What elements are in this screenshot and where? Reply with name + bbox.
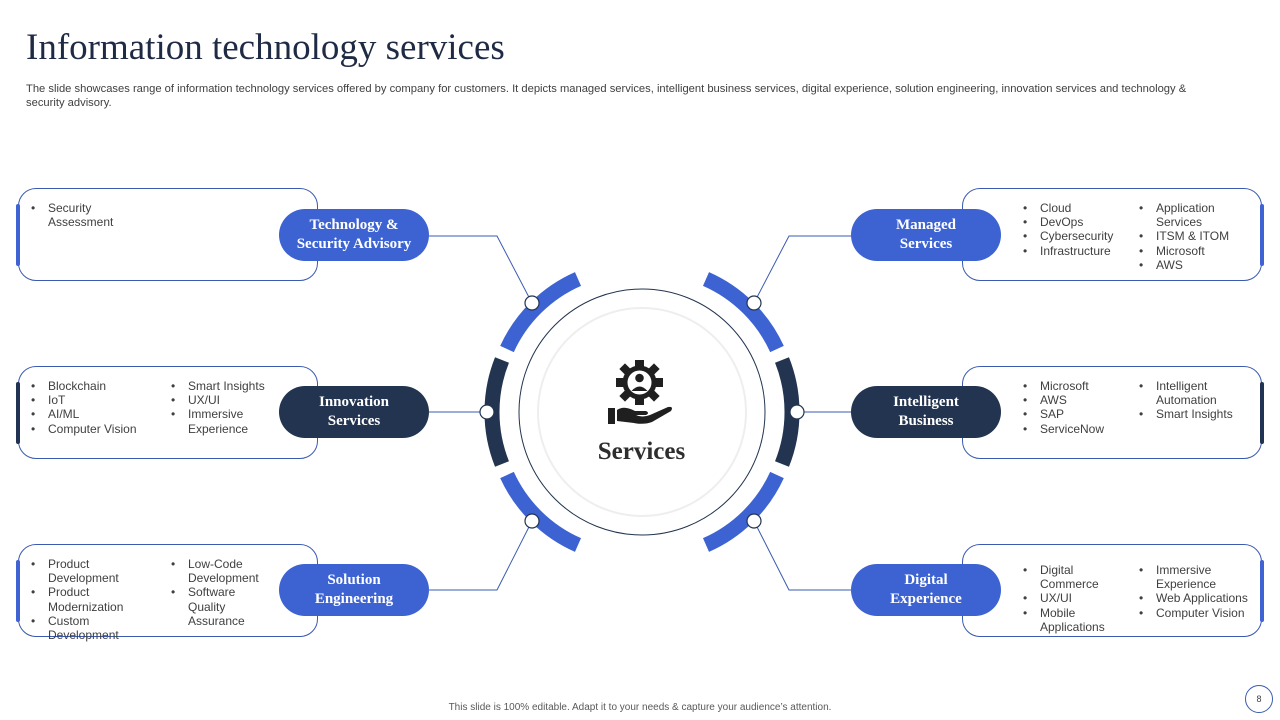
list-item: Microsoft (1137, 244, 1255, 258)
digital-list-2: Immersive Experience Web Applications Co… (1137, 563, 1255, 620)
list-item: ITSM & ITOM (1137, 229, 1255, 243)
list-item: Application Services (1137, 201, 1255, 229)
pill-digital: Digital Experience (851, 564, 1001, 616)
digital-list-1: Digital Commerce UX/UI Mobile Applicatio… (1021, 563, 1129, 634)
list-item: Cloud (1021, 201, 1129, 215)
list-item: Cybersecurity (1021, 229, 1129, 243)
slide-subtitle: The slide showcases range of information… (26, 83, 1187, 109)
tech-advisory-list-1: Security Assessment (29, 201, 159, 229)
innovation-list-2: Smart Insights UX/UI Immersive Experienc… (169, 379, 274, 436)
list-item: Product Development (29, 557, 159, 585)
list-item: Computer Vision (1137, 606, 1255, 620)
node-digital (746, 513, 762, 529)
card-innovation: Blockchain IoT AI/ML Computer Vision Sma… (16, 366, 318, 459)
connector-managed (753, 235, 851, 304)
node-solution-eng (524, 513, 540, 529)
pill-tech-advisory: Technology & Security Advisory (279, 209, 429, 261)
list-item: UX/UI (1021, 591, 1129, 605)
list-item: Blockchain (29, 379, 159, 393)
list-item: Software Quality Assurance (169, 585, 274, 628)
pill-innovation: Innovation Services (279, 386, 429, 438)
solution-eng-list-1: Product Development Product Modernizatio… (29, 557, 159, 642)
list-item: Web Applications (1137, 591, 1255, 605)
list-item: IoT (29, 393, 159, 407)
solution-eng-list-2: Low-Code Development Software Quality As… (169, 557, 274, 628)
gear-person-hand-icon (607, 359, 672, 424)
card-digital: Digital Commerce UX/UI Mobile Applicatio… (962, 544, 1264, 637)
list-item: AWS (1021, 393, 1129, 407)
list-item: Low-Code Development (169, 557, 274, 585)
list-item: Mobile Applications (1021, 606, 1129, 634)
card-intelligent: Microsoft AWS SAP ServiceNow Intelligent… (962, 366, 1264, 459)
card-solution-eng: Product Development Product Modernizatio… (16, 544, 318, 642)
managed-list-2: Application Services ITSM & ITOM Microso… (1137, 201, 1255, 272)
intelligent-list-1: Microsoft AWS SAP ServiceNow (1021, 379, 1129, 436)
pill-solution-eng: Solution Engineering (279, 564, 429, 616)
node-managed (746, 295, 762, 311)
card-tech-advisory: Security Assessment (16, 188, 318, 281)
list-item: Microsoft (1021, 379, 1129, 393)
list-item: Immersive Experience (169, 407, 274, 435)
list-item: Smart Insights (1137, 407, 1255, 421)
slide-title: Information technology services (26, 27, 505, 68)
list-item: SAP (1021, 407, 1129, 421)
list-item: Smart Insights (169, 379, 274, 393)
managed-list-1: Cloud DevOps Cybersecurity Infrastructur… (1021, 201, 1129, 258)
list-item: Infrastructure (1021, 244, 1129, 258)
connector-solution-eng (429, 520, 533, 591)
list-item: AWS (1137, 258, 1255, 272)
inner-glow (537, 307, 747, 517)
list-item: Digital Commerce (1021, 563, 1129, 591)
services-hub: Services (519, 289, 764, 534)
list-item: ServiceNow (1021, 422, 1129, 436)
node-tech-advisory (524, 295, 540, 311)
innovation-list-1: Blockchain IoT AI/ML Computer Vision (29, 379, 159, 436)
pill-intelligent: Intelligent Business (851, 386, 1001, 438)
connector-tech-advisory (429, 235, 533, 304)
connector-digital (753, 520, 851, 591)
list-item: Security Assessment (29, 201, 159, 229)
list-item: Immersive Experience (1137, 563, 1255, 591)
intelligent-list-2: Intelligent Automation Smart Insights (1137, 379, 1255, 422)
ring-segment-bottom-right (702, 471, 784, 552)
card-managed: Cloud DevOps Cybersecurity Infrastructur… (962, 188, 1264, 281)
list-item: Computer Vision (29, 422, 159, 436)
node-innovation (479, 404, 495, 420)
list-item: Intelligent Automation (1137, 379, 1255, 407)
list-item: Custom Development (29, 614, 159, 642)
ring-segment-top-right (702, 272, 784, 353)
pill-managed: Managed Services (851, 209, 1001, 261)
node-intelligent (789, 404, 805, 420)
hub-label: Services (597, 437, 686, 465)
page-number: 8 (1245, 685, 1273, 713)
list-item: UX/UI (169, 393, 274, 407)
list-item: DevOps (1021, 215, 1129, 229)
list-item: Product Modernization (29, 585, 159, 613)
list-item: AI/ML (29, 407, 159, 421)
footer-note: This slide is 100% editable. Adapt it to… (448, 702, 832, 713)
